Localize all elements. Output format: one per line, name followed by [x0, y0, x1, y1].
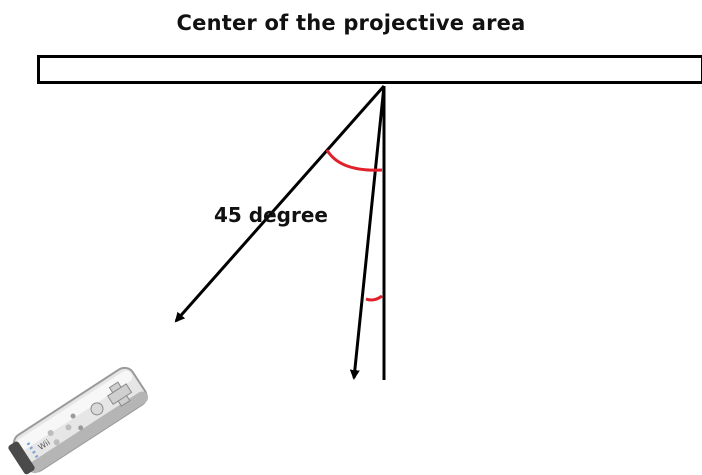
angle-arc-45 — [325, 149, 383, 172]
angle-label: 45 degree — [214, 203, 328, 227]
projective-area-bar — [37, 55, 702, 84]
diagram-title: Center of the projective area — [176, 11, 526, 35]
wii-remote-icon: Wii — [8, 366, 149, 475]
arrow-45-degree — [174, 85, 386, 323]
angle-arc-small — [365, 294, 383, 302]
arrow-small-angle — [349, 85, 386, 380]
